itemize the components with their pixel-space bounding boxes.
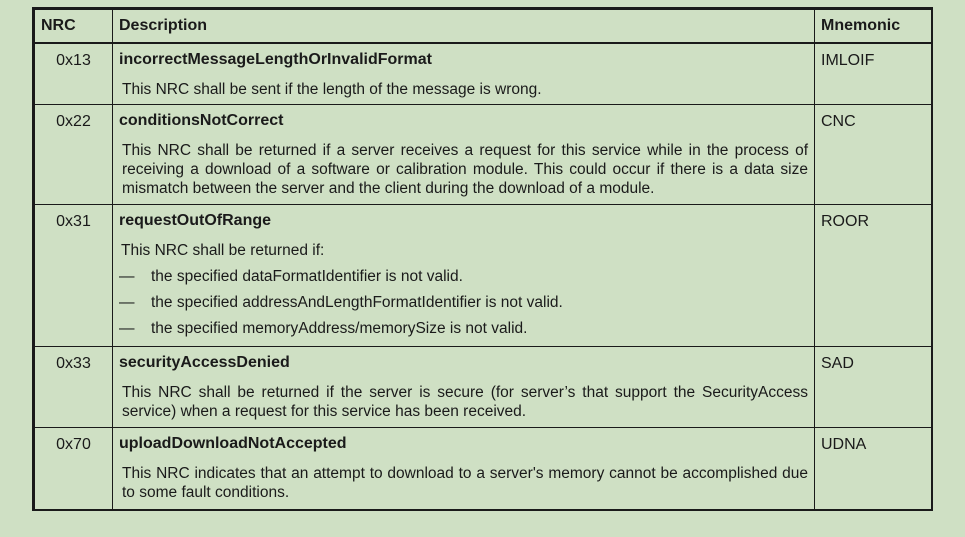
description-cell: incorrectMessageLengthOrInvalidFormat Th… (112, 42, 815, 105)
nrc-code: 0x33 (34, 345, 113, 428)
header-description: Description (112, 9, 815, 44)
nrc-description: This NRC shall be sent if the length of … (122, 81, 542, 98)
nrc-name: conditionsNotCorrect (119, 111, 284, 129)
nrc-table: NRC Description Mnemonic 0x13 incorrectM… (34, 9, 932, 511)
nrc-code: 0x13 (34, 42, 113, 105)
description-cell: securityAccessDenied This NRC shall be r… (112, 345, 815, 428)
nrc-description: This NRC shall be returned if a server r… (122, 141, 808, 197)
nrc-code: 0x70 (34, 426, 113, 511)
table-row: 0x13 incorrectMessageLengthOrInvalidForm… (34, 42, 932, 105)
table-row: 0x70 uploadDownloadNotAccepted This NRC … (34, 426, 932, 511)
nrc-code: 0x31 (34, 203, 113, 347)
header-mnemonic: Mnemonic (814, 9, 932, 44)
list-item-text: the specified memoryAddress/memorySize i… (151, 319, 528, 337)
nrc-mnemonic: IMLOIF (814, 42, 932, 105)
nrc-mnemonic: ROOR (814, 203, 932, 347)
nrc-description: This NRC shall be returned if the server… (122, 383, 808, 420)
table-row: 0x31 requestOutOfRange This NRC shall be… (34, 203, 932, 347)
description-cell: requestOutOfRange This NRC shall be retu… (112, 203, 815, 347)
list-item: — the specified dataFormatIdentifier is … (119, 267, 808, 286)
list-item-text: the specified addressAndLengthFormatIden… (151, 293, 563, 311)
table-row: 0x33 securityAccessDenied This NRC shall… (34, 345, 932, 428)
dash-marker: — (119, 293, 135, 311)
header-nrc: NRC (34, 9, 113, 44)
nrc-table-frame: NRC Description Mnemonic 0x13 incorrectM… (32, 7, 933, 511)
nrc-mnemonic: CNC (814, 103, 932, 205)
nrc-name: uploadDownloadNotAccepted (119, 434, 347, 452)
dash-marker: — (119, 267, 135, 285)
table-row: 0x22 conditionsNotCorrect This NRC shall… (34, 103, 932, 205)
nrc-code: 0x22 (34, 103, 113, 205)
nrc-mnemonic: SAD (814, 345, 932, 428)
nrc-description: This NRC indicates that an attempt to do… (122, 464, 808, 501)
list-item: — the specified addressAndLengthFormatId… (119, 293, 808, 312)
nrc-name: requestOutOfRange (119, 211, 272, 229)
dash-marker: — (119, 319, 135, 337)
nrc-name: securityAccessDenied (119, 353, 290, 371)
nrc-description: This NRC shall be returned if: (121, 241, 325, 259)
list-item-text: the specified dataFormatIdentifier is no… (151, 267, 463, 285)
description-cell: conditionsNotCorrect This NRC shall be r… (112, 103, 815, 205)
list-item: — the specified memoryAddress/memorySize… (119, 319, 808, 338)
table-header-row: NRC Description Mnemonic (34, 9, 932, 44)
description-cell: uploadDownloadNotAccepted This NRC indic… (112, 426, 815, 511)
nrc-name: incorrectMessageLengthOrInvalidFormat (119, 51, 432, 68)
nrc-mnemonic: UDNA (814, 426, 932, 511)
